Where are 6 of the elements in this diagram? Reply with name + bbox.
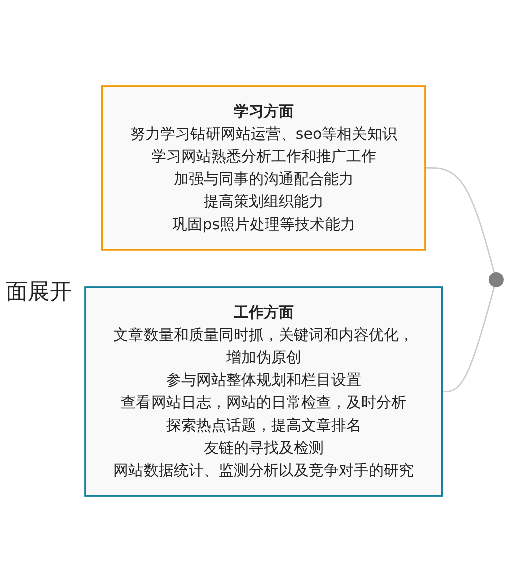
node-box: 学习方面 努力学习钻研网站运营、seo等相关知识 学习网站熟悉分析工作和推广工作 加强与同事的沟通配合能力 提高策划组织能力 巩固ps照片处理等技术能力 [102,86,426,252]
connector [426,168,496,274]
heading-text: 面展开 [6,278,72,306]
connector [442,286,496,393]
node-circle [488,272,504,288]
node-box: 工作方面 文章数量和质量同时抓，关键词和内容优化，增加伪原创 参与网站整体规划和栏目设置 查看网站日志，网站的日常检查，及时分析 探索热点话题，提高文章排名 友链的寻找及检测 网站数据统计、监测分析以及竞争对手的研究 [84,286,444,498]
